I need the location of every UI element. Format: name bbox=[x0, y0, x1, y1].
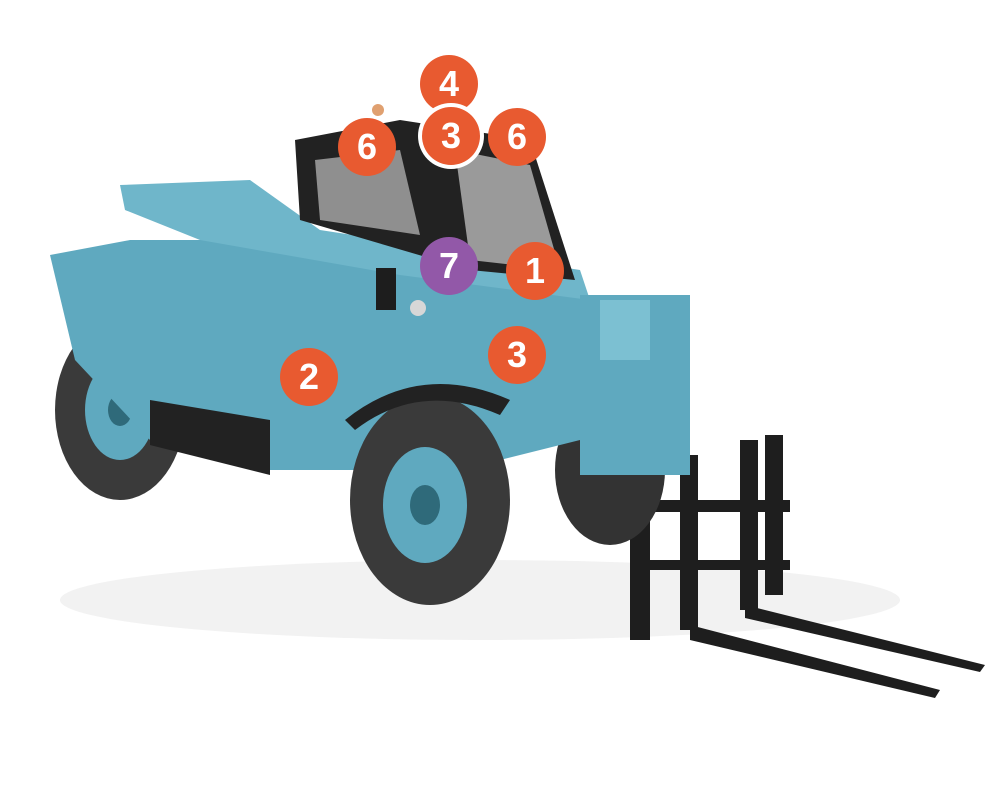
callout-marker-3[interactable]: 3 bbox=[488, 326, 546, 384]
callout-marker-4[interactable]: 4 bbox=[420, 55, 478, 113]
callout-marker-3[interactable]: 3 bbox=[422, 107, 480, 165]
callout-marker-2[interactable]: 2 bbox=[280, 348, 338, 406]
callout-marker-7[interactable]: 7 bbox=[420, 237, 478, 295]
callout-marker-1[interactable]: 1 bbox=[506, 242, 564, 300]
front-wheel bbox=[345, 384, 510, 605]
fork-assembly bbox=[630, 435, 985, 698]
callout-marker-6[interactable]: 6 bbox=[338, 118, 396, 176]
callout-marker-6[interactable]: 6 bbox=[488, 108, 546, 166]
